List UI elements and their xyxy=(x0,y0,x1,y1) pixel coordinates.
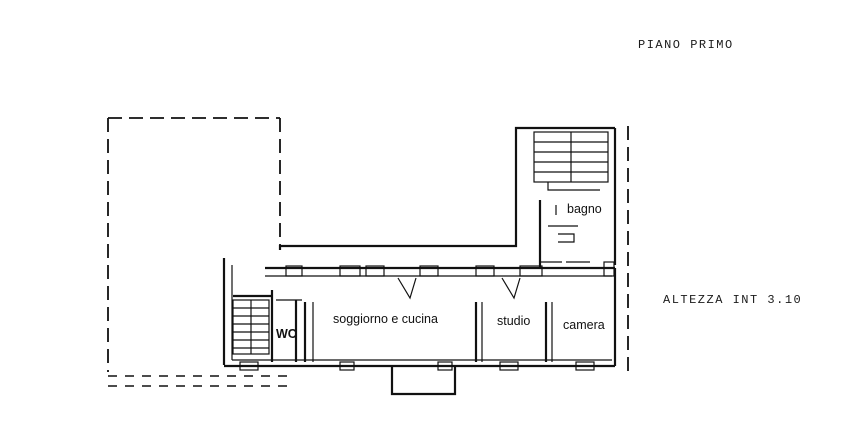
height-note: ALTEZZA INT 3.10 xyxy=(663,293,802,307)
floor-label: PIANO PRIMO xyxy=(638,38,734,52)
stair-upper xyxy=(533,131,609,191)
dashed-outline-right xyxy=(515,126,629,375)
room-label-studio: studio xyxy=(497,314,530,328)
windows-bottom xyxy=(239,361,595,371)
windows-corridor xyxy=(285,261,615,277)
interior-partitions xyxy=(270,200,590,362)
room-label-wc: WC xyxy=(276,327,297,341)
stair-lower-left xyxy=(232,294,272,355)
building-walls xyxy=(222,126,617,396)
room-label-bagno: bagno xyxy=(567,202,602,216)
dashed-outline-left xyxy=(107,117,290,387)
room-label-camera: camera xyxy=(563,318,605,332)
room-label-soggiorno: soggiorno e cucina xyxy=(333,312,438,326)
